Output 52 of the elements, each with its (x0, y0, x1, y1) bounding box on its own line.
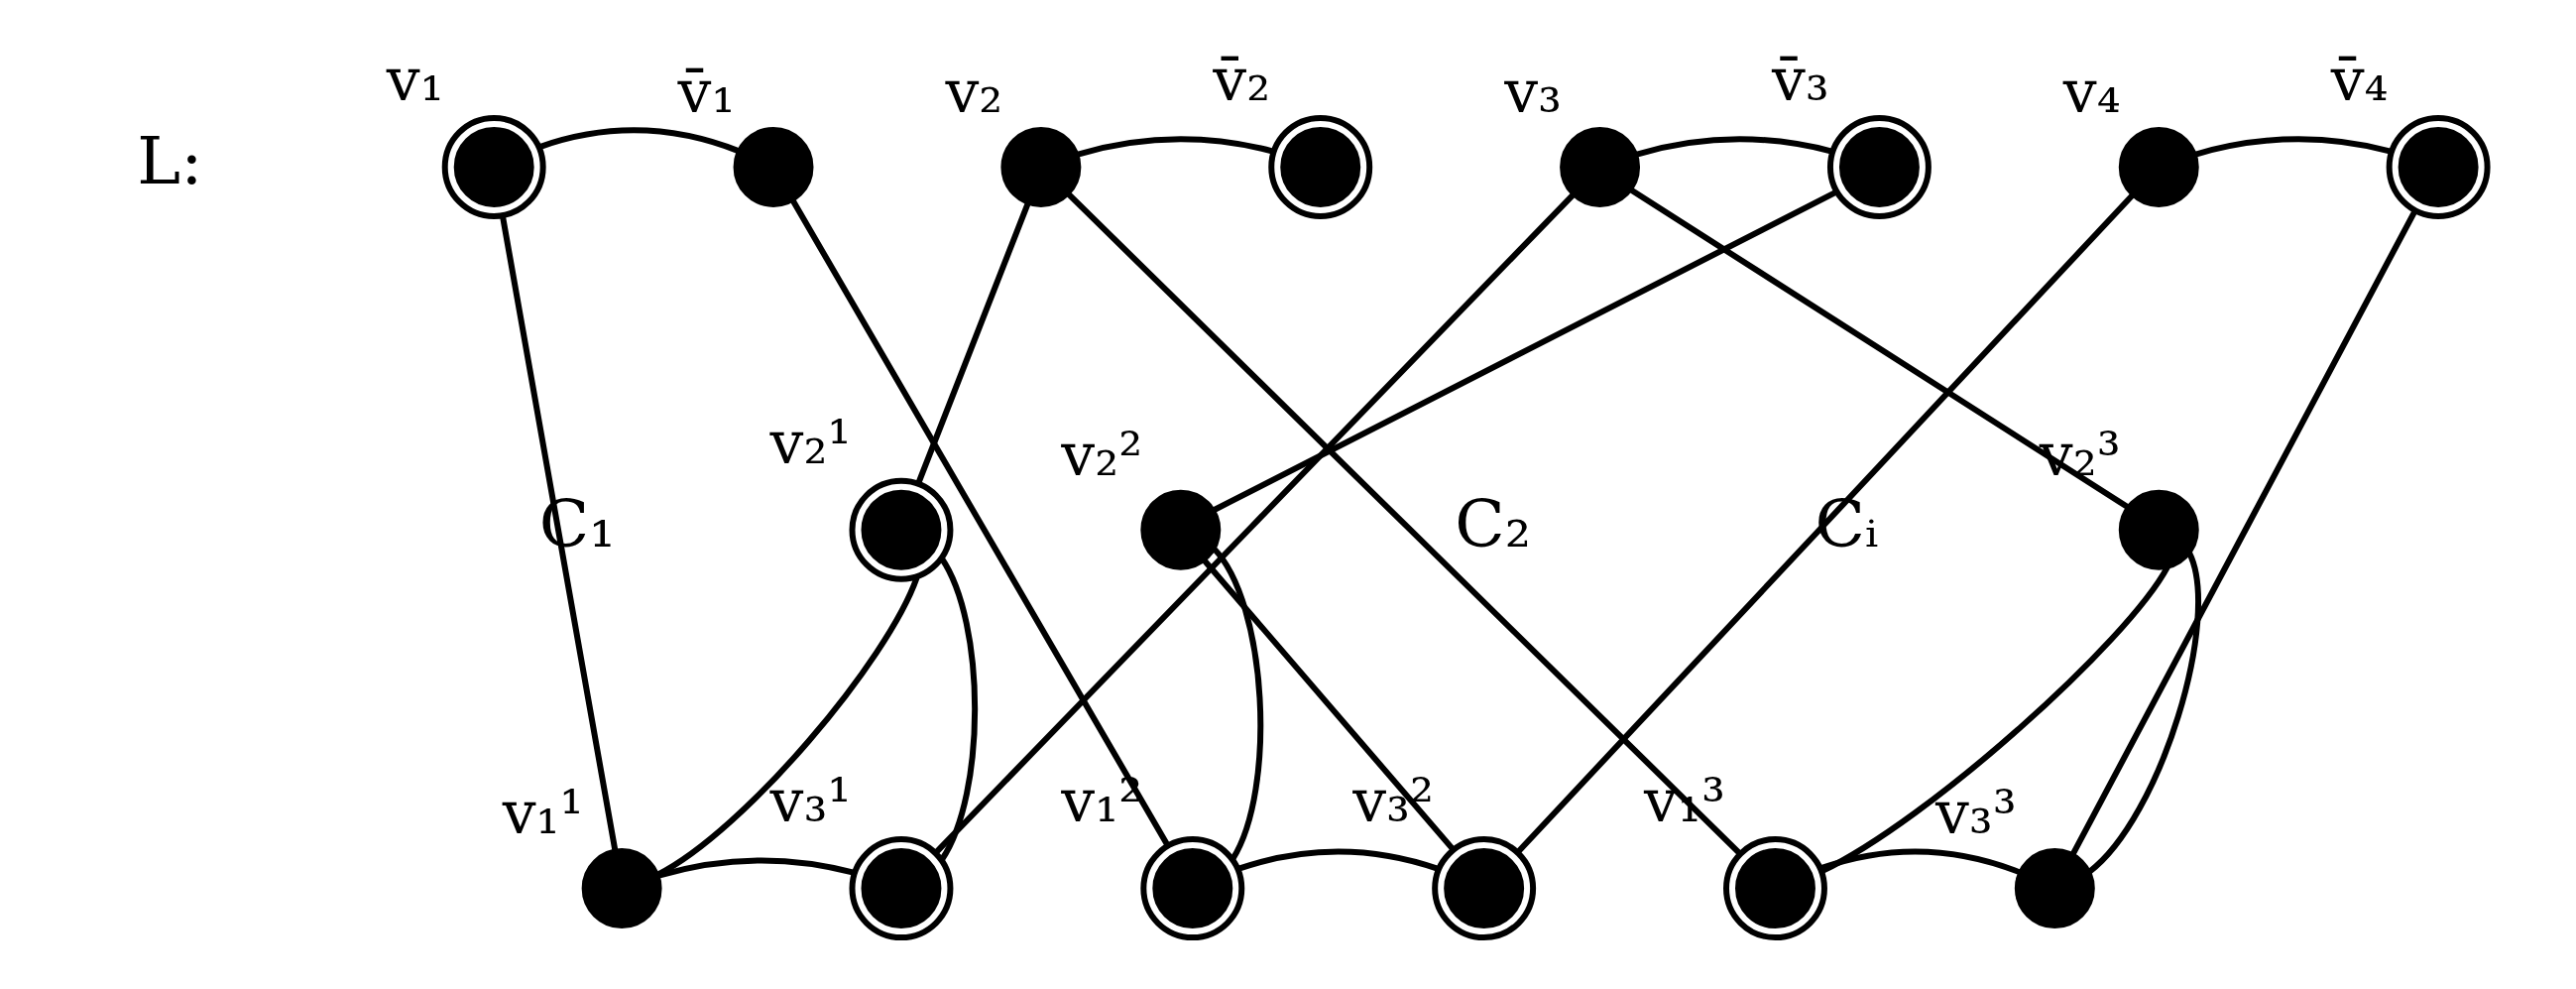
node-circle (849, 835, 953, 940)
label: L: (136, 122, 202, 199)
connector (1819, 848, 2022, 876)
node-label: v₂¹ (769, 407, 851, 477)
node-label: v̄₂ (1212, 44, 1270, 114)
node-circle (2118, 126, 2199, 207)
connector (938, 556, 978, 861)
node-circle (2118, 489, 2199, 570)
connector (1211, 188, 1838, 513)
connector (1515, 191, 2136, 854)
node-label: v̄₄ (2330, 44, 2389, 114)
node-label: v₂ (944, 56, 1002, 126)
node-label: v₄ (2062, 56, 2121, 126)
connector (789, 197, 1170, 847)
node-circle (1559, 126, 1640, 207)
connector (2193, 135, 2393, 158)
label: C₂ (1454, 485, 1531, 562)
node-label: v₃³ (1934, 777, 2017, 847)
node-circle (1267, 114, 1372, 219)
node-label: v₃¹ (769, 765, 851, 835)
node-label: v₂² (1060, 419, 1142, 489)
connector (656, 856, 856, 879)
connector (2068, 208, 2417, 857)
node-label: v̄₁ (677, 56, 736, 126)
node-circle (733, 126, 813, 207)
connector (1075, 135, 1274, 158)
connector (538, 126, 741, 154)
node-label: v̄₃ (1771, 44, 1829, 114)
node-circle (1722, 835, 1827, 940)
connector (654, 575, 919, 878)
node-label: v₃ (1503, 56, 1562, 126)
node-label: v₁ (386, 44, 444, 114)
node-circle (1139, 489, 1221, 570)
node-circle (849, 477, 953, 582)
node-circle (1826, 114, 1932, 219)
connector (933, 191, 1576, 855)
node-circle (2014, 847, 2095, 928)
connector (2086, 551, 2201, 874)
connector (1065, 190, 1742, 855)
node-circle (1431, 835, 1536, 940)
node-circle (2386, 114, 2491, 219)
node-circle (441, 114, 546, 219)
node-circle (999, 126, 1081, 207)
connector (914, 201, 1031, 484)
node-circle (581, 847, 662, 928)
connector (1201, 556, 1456, 851)
node-label: v₁¹ (502, 777, 584, 847)
node-circle (1139, 835, 1244, 940)
connector (1634, 135, 1833, 158)
connector (499, 214, 619, 852)
connector (1236, 847, 1440, 872)
connector (1627, 185, 2130, 510)
